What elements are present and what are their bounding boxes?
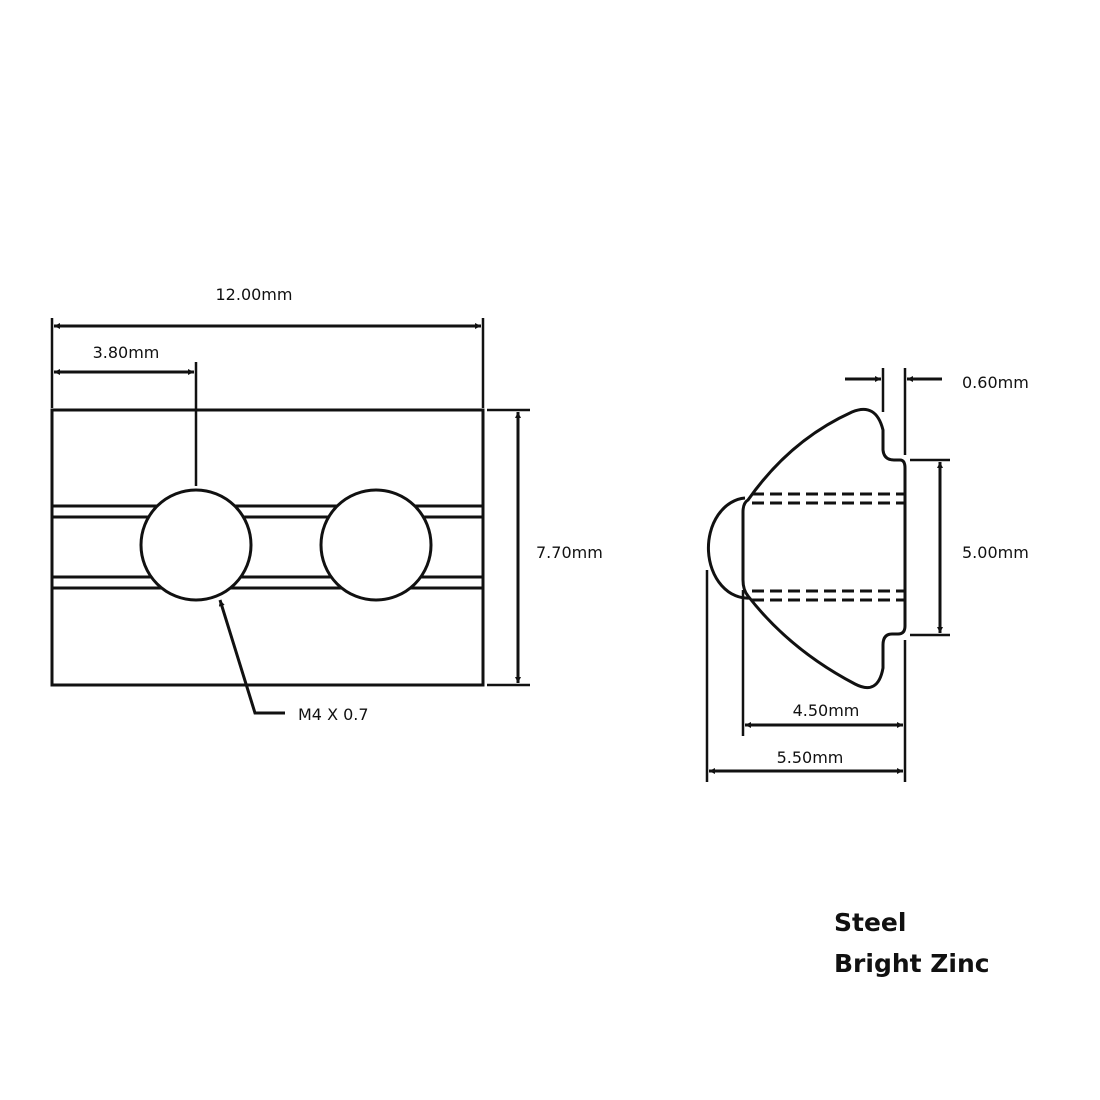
material-label: Steel (834, 908, 906, 937)
hidden-thread-lines (752, 492, 905, 602)
dimension-neck-width: 5.00mm (910, 458, 1029, 637)
front-view: 12.00mm 3.80mm 7.70mm M4 X 0.7 (50, 285, 603, 724)
nut-outline (50, 408, 485, 687)
side-view: 0.60mm 5.00mm 4.50mm 5.50mm (705, 368, 1029, 782)
nut-profile (706, 496, 751, 600)
dimension-label: 3.80mm (93, 343, 160, 362)
dimension-overall-width: 12.00mm (50, 285, 485, 408)
dimension-label: 5.50mm (777, 748, 844, 767)
dimension-label: 4.50mm (793, 701, 860, 720)
dimension-label: 12.00mm (216, 285, 293, 304)
material-spec: Steel Bright Zinc (834, 908, 990, 978)
dimension-height: 7.70mm (487, 408, 603, 687)
thread-callout: M4 X 0.7 (298, 705, 369, 724)
dimension-label: 5.00mm (962, 543, 1029, 562)
dimension-lip-thickness: 0.60mm (845, 368, 1029, 455)
thread-callout-leader: M4 X 0.7 (218, 599, 369, 724)
dimension-body-depth: 4.50mm (741, 590, 907, 782)
finish-label: Bright Zinc (834, 949, 990, 978)
threaded-hole-1 (139, 488, 253, 602)
threaded-hole-2 (319, 488, 433, 602)
dimension-label: 7.70mm (536, 543, 603, 562)
dimension-hole-offset: 3.80mm (54, 343, 198, 486)
dimension-label: 0.60mm (962, 373, 1029, 392)
dimension-overall-depth: 5.50mm (705, 570, 903, 782)
nut-body (741, 407, 907, 689)
